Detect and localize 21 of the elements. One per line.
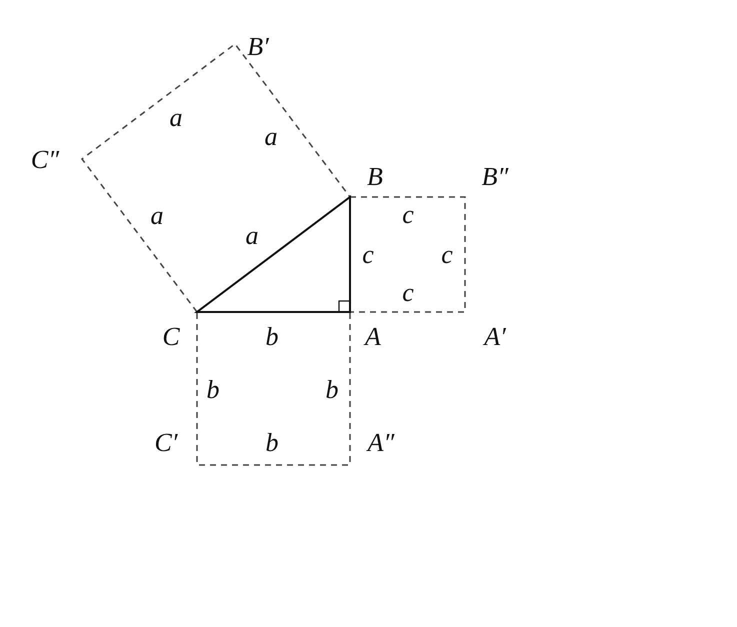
side-label: a [246, 222, 258, 250]
side-label: b [326, 376, 338, 404]
vertex-label: B [367, 163, 383, 191]
side-label: c [362, 241, 374, 269]
side-label: a [150, 202, 164, 230]
side-label: b [266, 429, 278, 457]
side-label: c [441, 241, 453, 269]
vertex-label: C″ [30, 146, 60, 174]
side-label: c [402, 201, 414, 229]
vertex-label: A′ [484, 323, 506, 351]
vertex-label: A″ [368, 429, 394, 457]
side-label: b [206, 376, 220, 404]
vertex-label: B″ [482, 163, 508, 191]
vertex-label: A [365, 323, 381, 351]
side-label: c [402, 279, 414, 307]
side-label: a [264, 123, 278, 151]
vertex-label: C [162, 323, 180, 351]
vertex-label: B′ [247, 33, 269, 61]
vertex-label: C′ [154, 429, 178, 457]
side-label: b [266, 323, 278, 351]
side-label: a [170, 104, 182, 132]
